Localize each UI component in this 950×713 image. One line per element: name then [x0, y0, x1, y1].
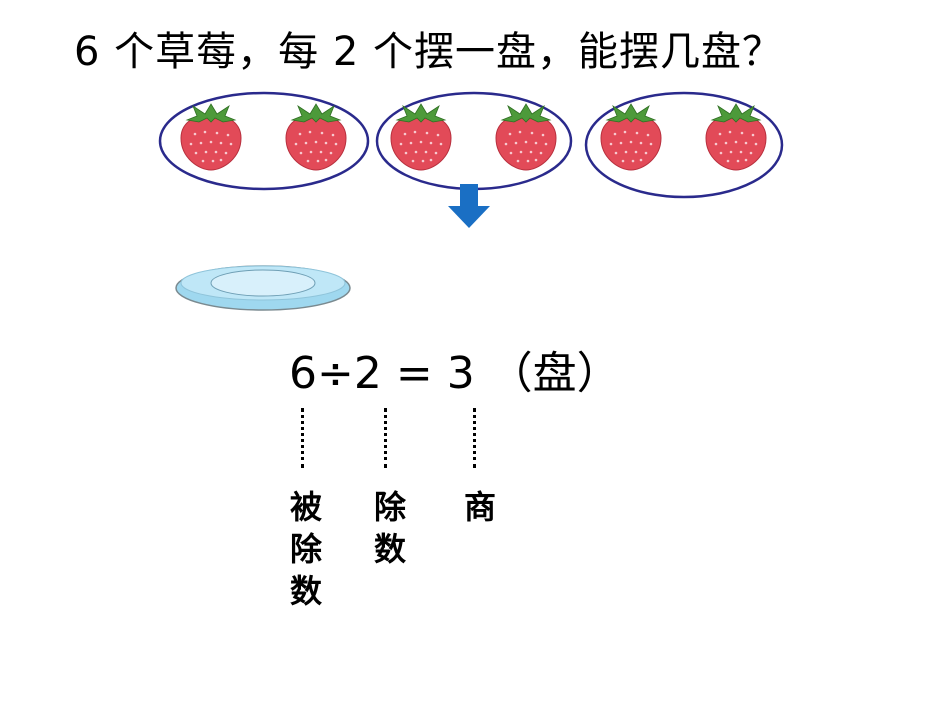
- question-text: 6 个草莓，每 2 个摆一盘，能摆几盘？: [74, 29, 784, 75]
- term-dividend: 被除数: [290, 488, 323, 610]
- term-quotient: 商: [464, 488, 497, 526]
- division-equation: 6÷2 = 3 （盘）: [289, 348, 621, 399]
- strawberry-icon: [285, 103, 347, 171]
- dotted-guide-divisor: [384, 408, 387, 468]
- plate-icon: [175, 265, 351, 311]
- down-arrow-icon: [448, 184, 490, 228]
- strawberry-icon: [495, 103, 557, 171]
- strawberry-icon: [180, 103, 242, 171]
- dotted-guide-quotient: [473, 408, 476, 468]
- strawberry-icon: [390, 103, 452, 171]
- strawberry-icon: [600, 103, 662, 171]
- dotted-guide-dividend: [301, 408, 304, 468]
- group-circle: [584, 91, 784, 199]
- group-circle: [158, 91, 370, 191]
- term-divisor: 除数: [374, 488, 407, 568]
- strawberry-icon: [705, 103, 767, 171]
